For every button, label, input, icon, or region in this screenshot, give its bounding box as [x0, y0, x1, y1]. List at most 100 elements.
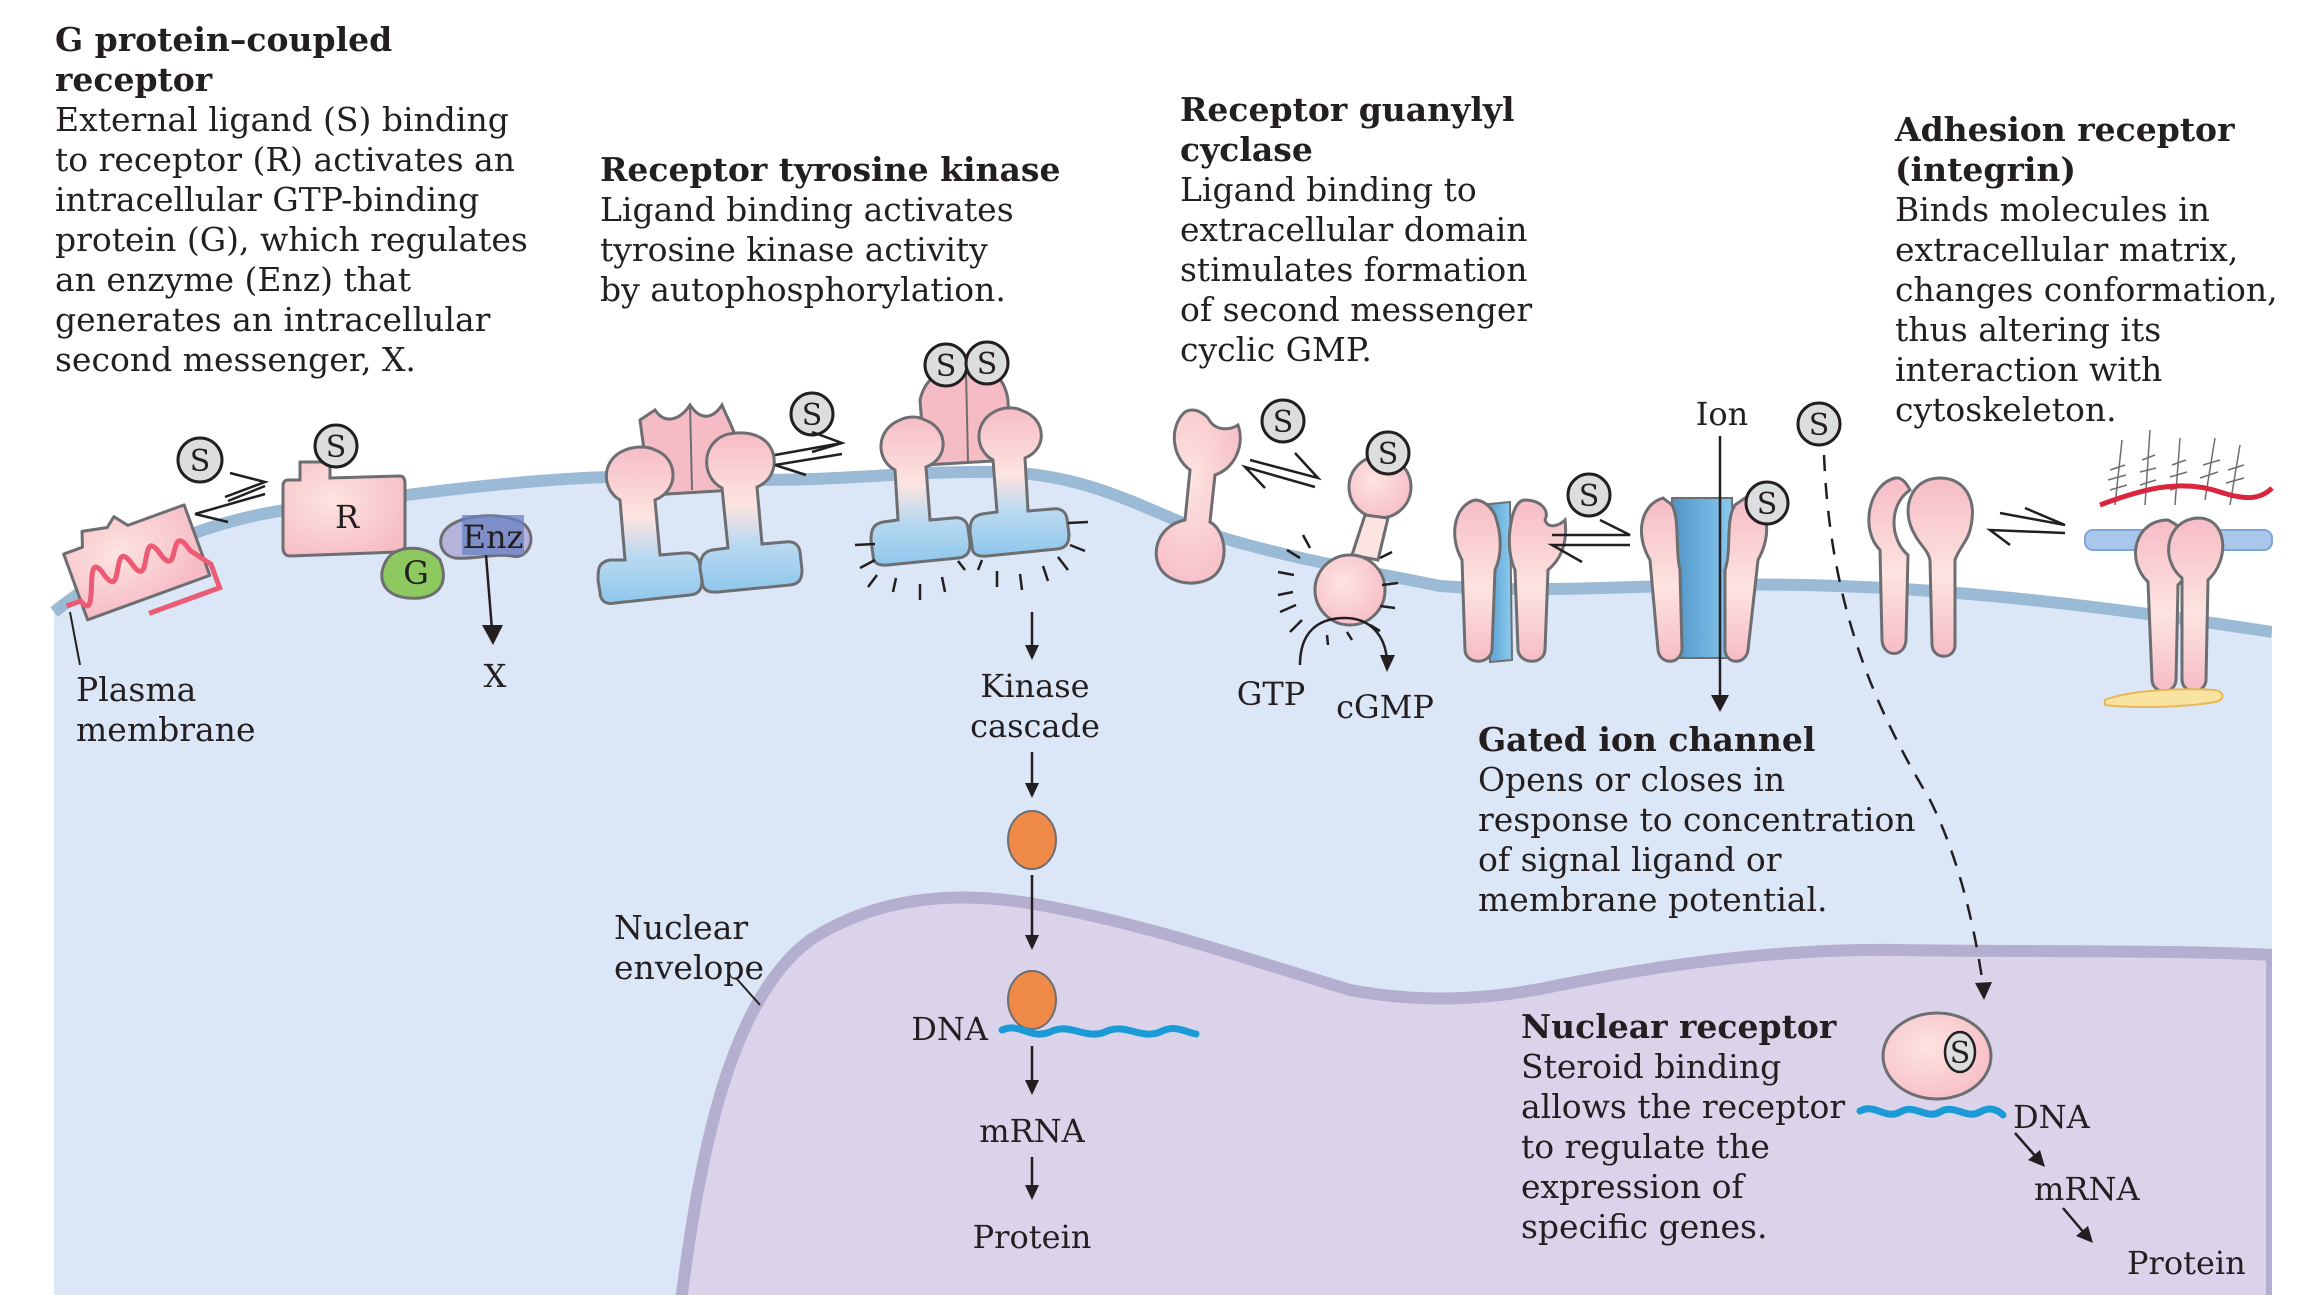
rtk-group: S S S: [596, 340, 1200, 1256]
nucleus: [675, 891, 2278, 1295]
nuclear-envelope-label-line1: Nuclear: [614, 908, 749, 947]
equilibrium-arrows-icon: [194, 471, 270, 524]
cytoskeleton-actin-filament: [2104, 688, 2224, 708]
integrin-active: [2134, 516, 2225, 693]
activation-burst-icon: [854, 520, 1089, 600]
arrow-diagonal-icon: [2014, 1132, 2045, 1167]
ligand-s-bound-icon: S: [313, 423, 359, 469]
ligand-s-bound-icon: S: [923, 342, 969, 388]
steroid-ligand-s-icon: S: [1796, 401, 1842, 447]
svg-text:S: S: [977, 347, 998, 382]
arrow-down-icon: [1025, 612, 1039, 660]
gpcr-description: G protein–coupled receptor External liga…: [55, 20, 528, 380]
gtp-label: GTP: [1237, 675, 1305, 713]
integrin-body-line: extracellular matrix,: [1895, 230, 2239, 269]
integrin-body-line: changes conformation,: [1895, 270, 2278, 309]
dna-label: DNA: [911, 1010, 989, 1048]
ligand-s-icon: S: [1566, 472, 1612, 518]
arrow-down-icon: [1025, 875, 1039, 950]
plasma-membrane-label-line1: Plasma: [76, 670, 197, 709]
rtk-body-line: Ligand binding activates: [600, 190, 1014, 229]
rtk-active-dimer: [869, 368, 1071, 567]
gpcr-body-line: intracellular GTP-binding: [55, 180, 480, 219]
integrin-body-line: interaction with: [1895, 350, 2163, 389]
svg-text:S: S: [326, 430, 347, 465]
ligand-s-bound-icon: S: [1365, 430, 1411, 476]
kinase-molecule-on-dna: [1007, 970, 1057, 1030]
guanylyl-body-line: cyclic GMP.: [1180, 330, 1372, 369]
integrin-body-line: thus altering its: [1895, 310, 2162, 349]
g-protein: G: [380, 546, 445, 600]
ion-channel-description: Gated ion channel Opens or closes in res…: [1478, 720, 1916, 920]
ecm-collagen-strand: [2099, 483, 2274, 508]
equilibrium-arrows-icon: [1986, 506, 2066, 546]
plasma-membrane-label-line2: membrane: [76, 710, 256, 749]
kinase-molecule: [1007, 810, 1057, 870]
second-messenger-x-label: X: [484, 657, 507, 695]
guanylyl-body-line: stimulates formation: [1180, 250, 1528, 289]
ion-channel-title: Gated ion channel: [1478, 720, 1816, 759]
guanylyl-body-line: of second messenger: [1180, 290, 1533, 329]
svg-text:S: S: [1273, 405, 1294, 440]
svg-text:S: S: [1757, 487, 1778, 522]
arrow-diagonal-icon: [2062, 1207, 2093, 1243]
rtk-body-line: by autophosphorylation.: [600, 270, 1006, 309]
kinase-cascade-label-line2: cascade: [970, 707, 1100, 745]
ligand-bound-label: S: [1950, 1036, 1971, 1071]
transmembrane-helices-icon: [65, 538, 223, 616]
membrane-pointer-line: [69, 611, 81, 666]
nuclear-body-line: to regulate the: [1521, 1127, 1770, 1166]
ion-label: Ion: [1696, 395, 1749, 433]
integrin-group: [1867, 429, 2274, 708]
nuclear-body-line: specific genes.: [1521, 1207, 1768, 1246]
svg-text:S: S: [936, 349, 957, 384]
nuclear-receptor-title: Nuclear receptor: [1521, 1007, 1837, 1046]
gpcr-body-line: protein (G), which regulates: [55, 220, 528, 259]
arrow-to-x-icon: [482, 554, 503, 645]
ion-channel-open: [1639, 496, 1769, 663]
dna-label: DNA: [2013, 1098, 2091, 1136]
guanylyl-receptor-active: [1313, 454, 1413, 627]
ion-flow-arrow-icon: [1711, 436, 1729, 712]
protein-label: Protein: [2127, 1244, 2246, 1282]
gpcr-body-line: an enzyme (Enz) that: [55, 260, 411, 299]
g-protein-label: G: [403, 554, 429, 592]
plasma-membrane-label: Plasma membrane: [76, 670, 255, 750]
ligand-s-bound-icon: S: [1744, 480, 1790, 526]
guanylyl-title-line1: Receptor guanylyl: [1180, 90, 1515, 129]
dashed-arrow-head-icon: [1975, 982, 1992, 1000]
svg-text:S: S: [802, 398, 823, 433]
enzyme: Enz: [439, 514, 533, 560]
nuclear-body-line: expression of: [1521, 1167, 1744, 1206]
gpcr-body-line: generates an intracellular: [55, 300, 491, 339]
nuclear-body-line: Steroid binding: [1521, 1047, 1782, 1086]
dna-strand: [998, 1024, 1200, 1038]
guanylyl-cyclase-group: S S GTP cGMP: [1154, 398, 1434, 726]
dna-strand: [1856, 1105, 2007, 1119]
gpcr-group: S R S G Enz X: [62, 423, 533, 695]
ligand-s-icon: S: [789, 391, 835, 437]
integrin-body-line: Binds molecules in: [1895, 190, 2210, 229]
rtk-title: Receptor tyrosine kinase: [600, 150, 1061, 189]
envelope-pointer-line: [735, 977, 761, 1006]
ligand-s-icon: S: [1260, 398, 1306, 444]
equilibrium-arrows-icon: [1547, 518, 1631, 564]
ion-channel-body-line: membrane potential.: [1478, 880, 1828, 919]
gpcr-title-line1: G protein–coupled: [55, 20, 393, 59]
rtk-description: Receptor tyrosine kinase Ligand binding …: [600, 150, 1060, 310]
integrin-title-line2: (integrin): [1895, 150, 2076, 189]
nuclear-envelope-label-line2: envelope: [614, 948, 765, 987]
integrin-title-line1: Adhesion receptor: [1895, 110, 2235, 149]
ion-channel-body-line: Opens or closes in: [1478, 760, 1786, 799]
arrow-down-icon: [1025, 752, 1039, 798]
cgmp-label: cGMP: [1336, 688, 1434, 726]
receptor-label: R: [335, 498, 360, 536]
kinase-cascade-label-line1: Kinase: [980, 667, 1089, 705]
rtk-inactive-dimer: [596, 401, 804, 605]
ion-channel-group: S S Ion: [1453, 395, 1790, 712]
protein-label: Protein: [973, 1218, 1092, 1256]
arrow-down-icon: [1025, 1046, 1039, 1095]
svg-text:S: S: [1378, 437, 1399, 472]
ligand-s-icon: S: [176, 436, 224, 484]
equilibrium-arrows-icon: [774, 430, 846, 477]
